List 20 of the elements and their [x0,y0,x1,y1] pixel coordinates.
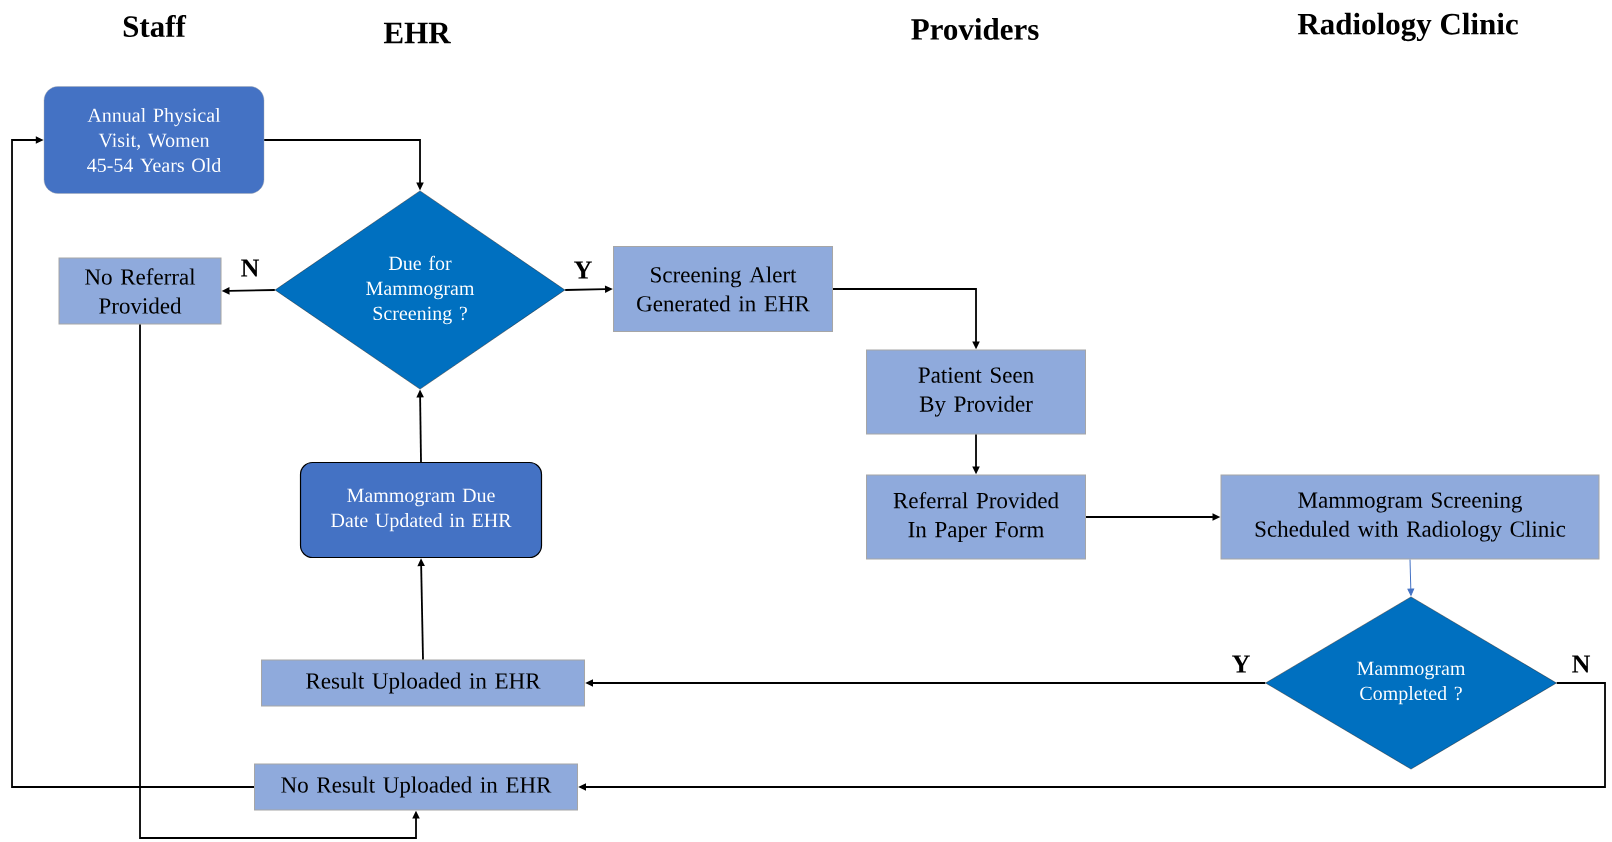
column-heading: Radiology Clinic [1297,12,1518,42]
arrow [139,323,420,839]
process-box: Patient Seen By Provider [866,349,1086,435]
process-box: Mammogram Due Date Updated in EHR [299,461,543,559]
arrow [11,136,255,788]
edge-label: N [239,258,261,278]
arrow [1407,559,1415,596]
column-heading: EHR [383,22,451,44]
process-box: Referral Provided In Paper Form [866,474,1086,560]
column-heading: Staff [123,14,187,38]
column-heading: Providers [911,18,1039,40]
process-box: Screening Alert Generated in EHR [613,246,833,332]
process-box: Mammogram Screening Scheduled with Radiology Clinic [1220,474,1600,560]
edge-label: Y [572,260,594,280]
process-box: Result Uploaded in EHR [261,659,585,707]
process-box: No Result Uploaded in EHR [254,763,578,811]
edge-label: Y [1230,654,1252,674]
process-box: Annual Physical Visit, Women 45-54 Years Old [43,86,265,194]
edge-label: N [1570,654,1592,674]
process-box: No Referral Provided [58,257,222,325]
